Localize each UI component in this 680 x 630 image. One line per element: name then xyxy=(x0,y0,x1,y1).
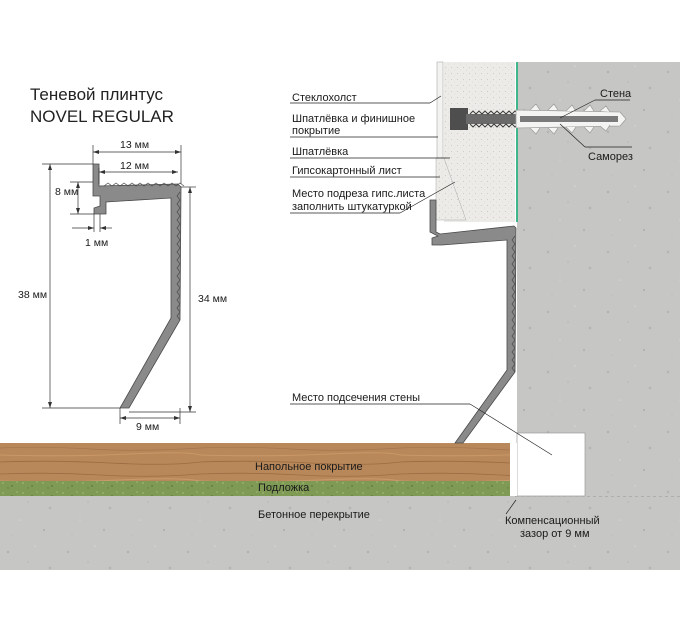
section-profile-teeth-side xyxy=(176,191,181,321)
label-undercut-2: заполнить штукатуркой xyxy=(292,201,412,213)
label-putty-finish-2: покрытие xyxy=(292,125,340,137)
label-wall-undercut: Место подсечения стены xyxy=(292,392,420,404)
wall-undercut-recess xyxy=(516,432,586,497)
label-underlay: Подложка xyxy=(258,482,310,494)
drywall-sheet xyxy=(436,61,444,159)
label-concrete-slab: Бетонное перекрытие xyxy=(258,509,370,521)
concrete-wall xyxy=(517,62,680,496)
screw-icon xyxy=(450,108,519,130)
label-screw: Саморез xyxy=(588,151,633,163)
label-drywall: Гипсокартонный лист xyxy=(292,165,402,177)
label-undercut-1: Место подреза гипс.листа xyxy=(292,188,426,200)
dim-9mm: 9 мм xyxy=(136,421,159,433)
label-compensation-1: Компенсационный xyxy=(505,515,600,527)
label-wall: Стена xyxy=(600,88,632,100)
section-profile xyxy=(92,163,182,409)
dim-8mm: 8 мм xyxy=(55,186,78,198)
label-floor-covering: Напольное покрытие xyxy=(255,461,363,473)
floor-covering xyxy=(0,443,515,481)
label-compensation-2: зазор от 9 мм xyxy=(520,528,590,540)
compensation-gap xyxy=(510,443,517,496)
installed-profile xyxy=(429,199,517,444)
dim-34mm: 34 мм xyxy=(198,293,227,305)
dim-38mm: 38 мм xyxy=(18,289,47,301)
dim-13mm: 13 мм xyxy=(120,139,149,151)
leader-lines xyxy=(290,95,632,515)
title-line-2: NOVEL REGULAR xyxy=(30,107,174,126)
label-putty: Шпатлёвка xyxy=(292,146,349,158)
installed-profile-teeth xyxy=(511,235,516,373)
concrete-slab xyxy=(0,496,680,570)
dim-12mm: 12 мм xyxy=(120,160,149,172)
dowel-icon xyxy=(515,103,627,135)
dim-1mm: 1 мм xyxy=(85,237,108,249)
label-glass-fiber: Стеклохолст xyxy=(292,92,357,104)
section-profile-teeth-top xyxy=(103,182,185,187)
dimension-lines xyxy=(42,145,196,424)
title-line-1: Теневой плинтус xyxy=(30,85,164,104)
label-putty-finish-1: Шпатлёвка и финишное xyxy=(292,113,415,125)
underlay-layer xyxy=(0,481,515,496)
